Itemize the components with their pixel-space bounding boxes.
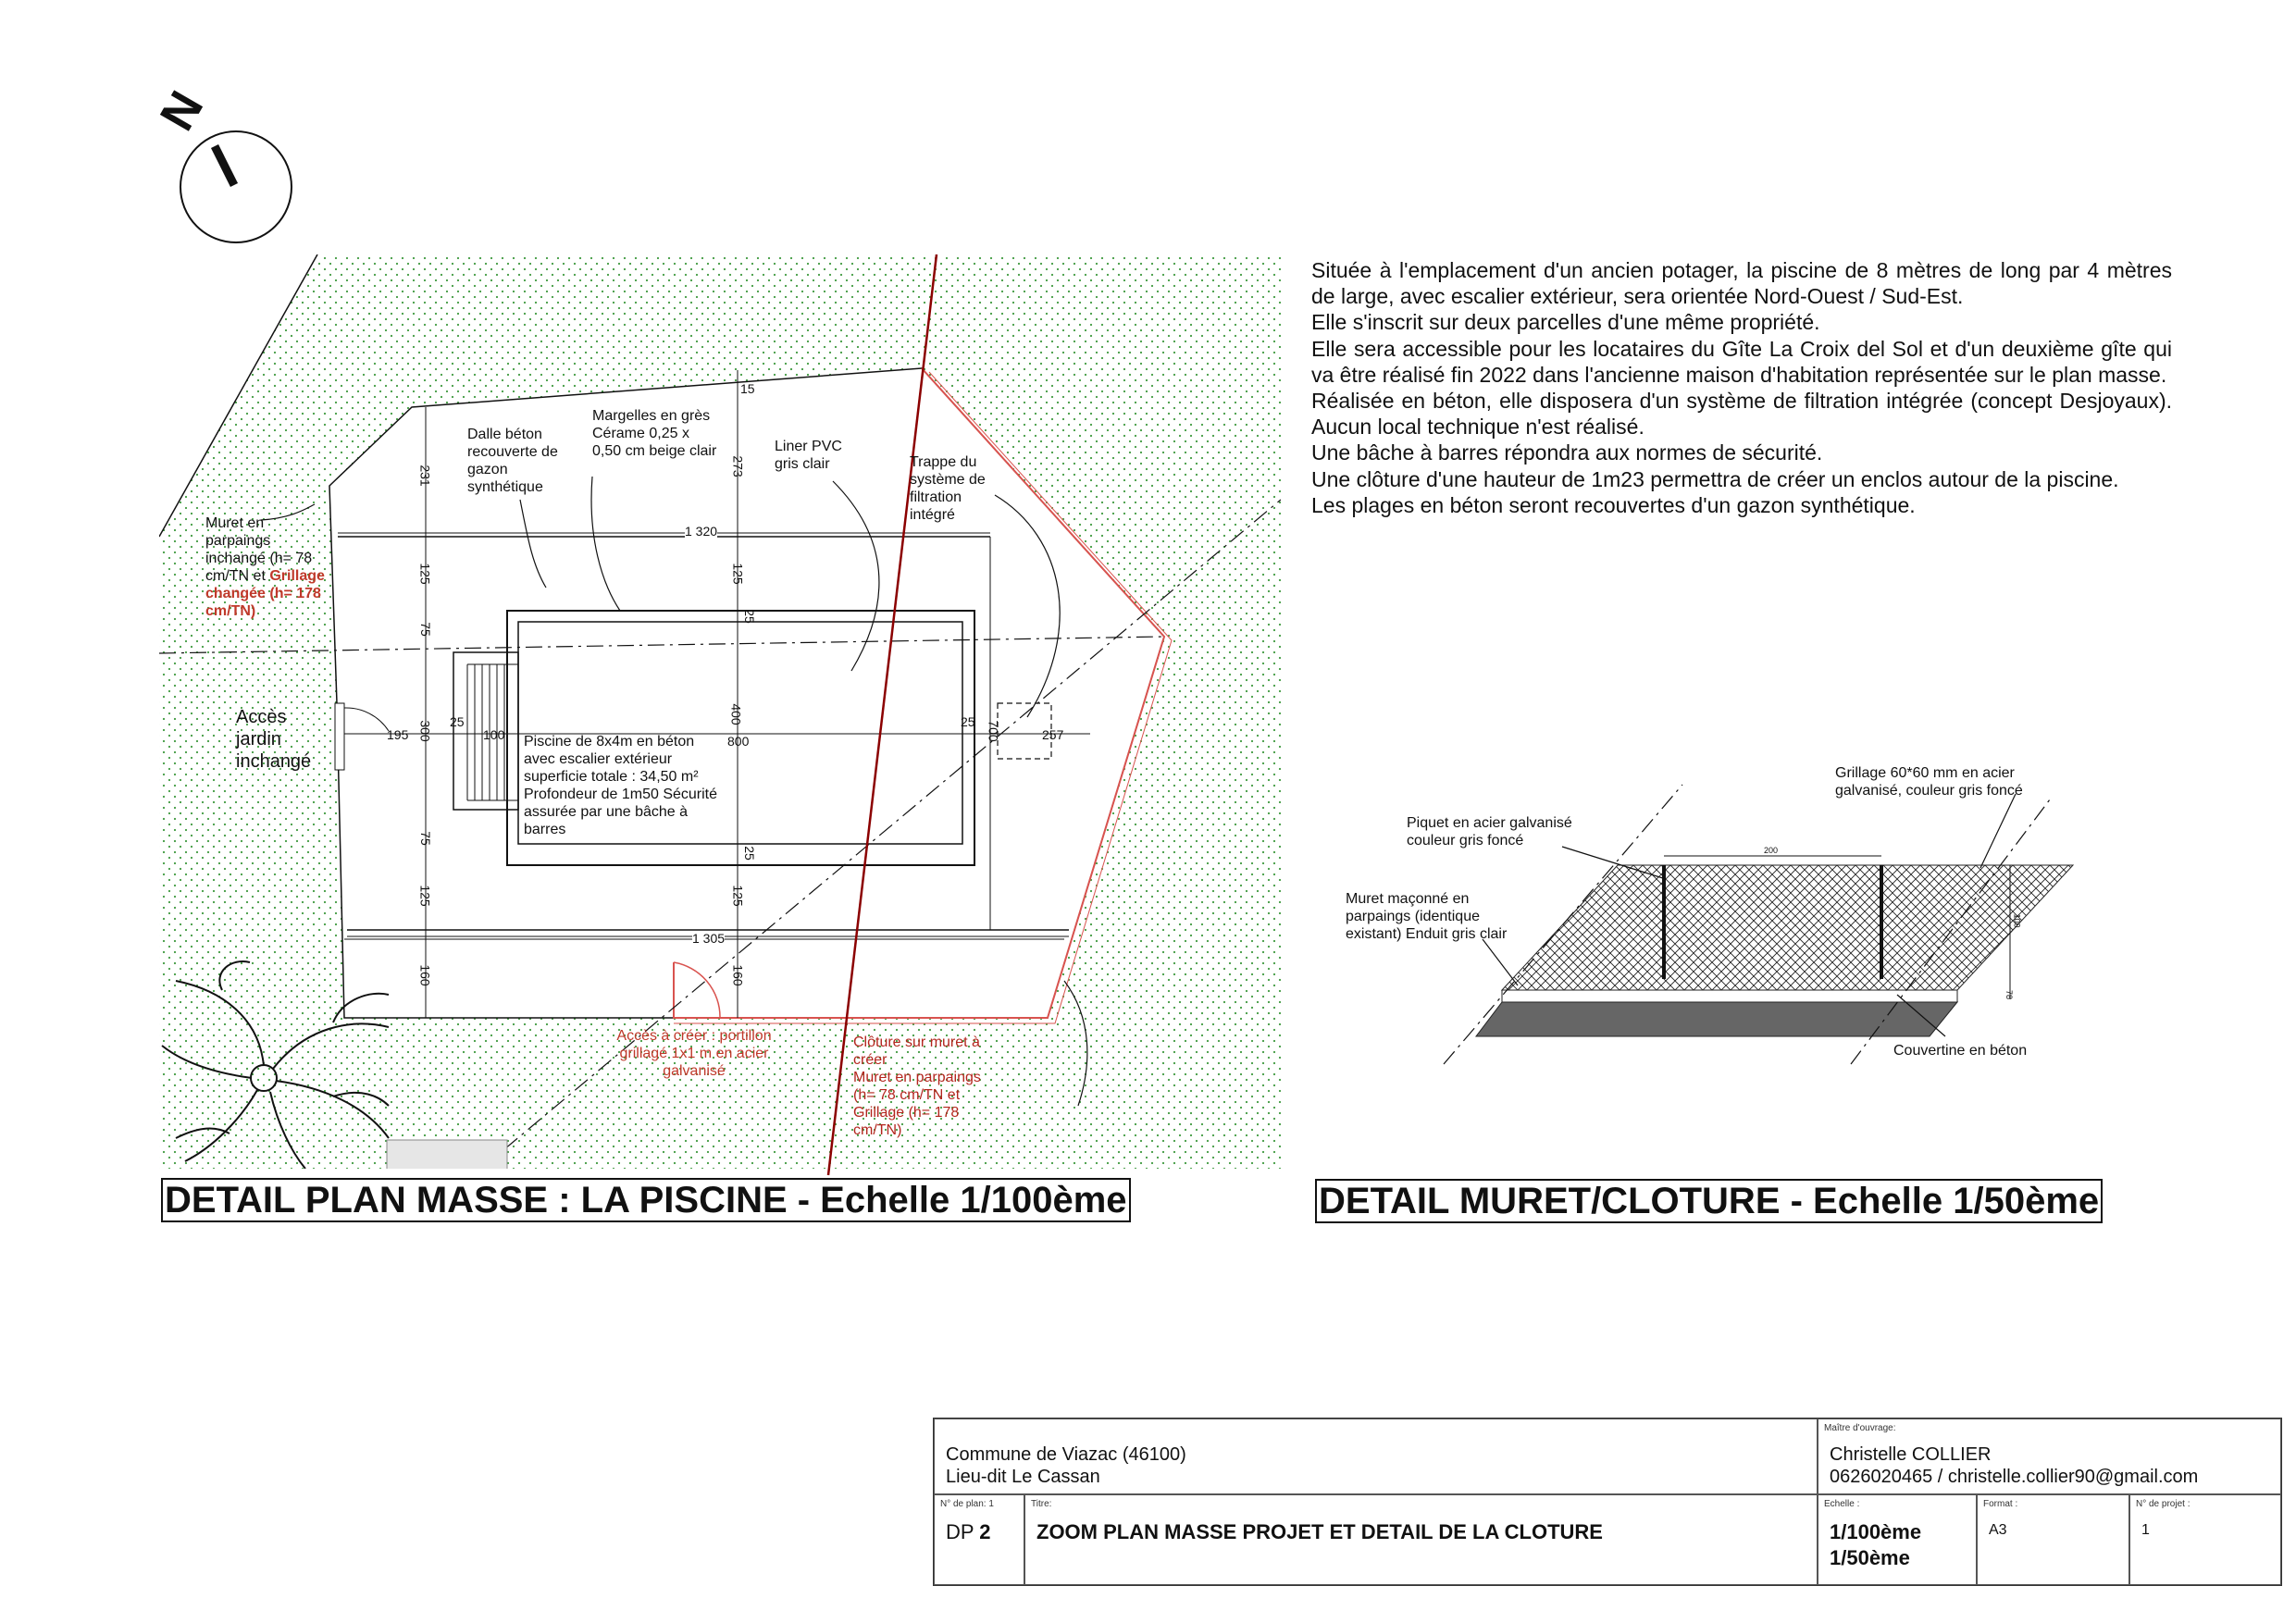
project-number-label: N° de projet : — [2136, 1499, 2191, 1509]
project-number: 1 — [2141, 1522, 2150, 1538]
pool-coping — [506, 610, 975, 866]
title-block: Commune de Viazac (46100) Lieu-dit Le Ca… — [933, 1418, 2282, 1586]
label-grillage: Grillage 60*60 mm en acier galvanisé, co… — [1835, 765, 2023, 799]
scale-1: 1/100ème — [1830, 1520, 1922, 1543]
dimension: 1 320 — [685, 524, 718, 539]
label-cloture-line2: Muret en parpaings (h= 78 cm/TN et Grill… — [853, 1070, 981, 1138]
fence-detail-drawing — [1443, 784, 2075, 1065]
cell-project-number: N° de projet : 1 — [2129, 1494, 2281, 1585]
description-line: Une clôture d'une hauteur de 1m23 permet… — [1311, 466, 2119, 491]
dimension: 75 — [417, 831, 433, 846]
dimension: 125 — [417, 885, 433, 907]
dimension: 160 — [730, 964, 746, 986]
label-text-red: Grillage changée (h= 178 cm/TN) — [205, 568, 325, 619]
label-text: Muret en parpaings inchangé (h= 78 cm/TN… — [205, 515, 313, 584]
dimension: 160 — [417, 964, 433, 986]
format-value: A3 — [1989, 1522, 2007, 1538]
cell-location: Commune de Viazac (46100) Lieu-dit Le Ca… — [934, 1419, 1818, 1494]
parcel-boundary — [826, 254, 938, 1176]
filtration-trap — [997, 702, 1052, 760]
plan-title-text: ZOOM PLAN MASSE PROJET ET DETAIL DE LA C… — [1036, 1520, 1603, 1543]
scale-2: 1/50ème — [1830, 1546, 1910, 1569]
cell-plan-number: N° de plan: 1 DP 2 — [934, 1494, 1024, 1585]
owner-name: Christelle COLLIER — [1830, 1444, 1992, 1465]
cell-owner: Maître d'ouvrage: Christelle COLLIER 062… — [1818, 1419, 2281, 1494]
label-acces-creer: Accès à créer : portillon grillagé 1x1 m… — [616, 1028, 772, 1079]
label-cloture: Clôture sur muret à créer Muret en parpa… — [853, 1034, 992, 1139]
label-muret-detail: Muret maçonné en parpaings (identique ex… — [1346, 891, 1508, 942]
label-liner: Liner PVC gris clair — [775, 439, 842, 472]
description-line: Elle sera accessible pour les locataires… — [1311, 336, 2172, 387]
plan-number-prefix: DP — [946, 1520, 974, 1543]
dimension: 25 — [741, 846, 757, 861]
plan-number-value: 2 — [979, 1520, 991, 1543]
dimension: 25 — [961, 714, 975, 729]
dimension: 15 — [740, 381, 755, 396]
dimension: 200 — [1764, 846, 1779, 855]
tree-icon — [161, 960, 390, 1169]
description-line: Elle s'inscrit sur deux parcelles d'une … — [1311, 310, 1820, 335]
owner-contact: 0626020465 / christelle.collier90@gmail.… — [1830, 1467, 2199, 1487]
dimension: 257 — [1042, 727, 1064, 742]
dimension: 100 — [2012, 913, 2022, 928]
new-fence-line — [673, 367, 1166, 1019]
label-piquet: Piquet en acier galvanisé couleur gris f… — [1407, 815, 1572, 849]
label-acces-jardin: Accès jardin inchangé — [236, 707, 312, 772]
description-line: Les plages en béton seront recouvertes d… — [1311, 492, 1916, 517]
cell-format: Format : A3 — [1977, 1494, 2129, 1585]
format-label: Format : — [1983, 1499, 2018, 1509]
dimension: 273 — [730, 455, 746, 477]
dimension: 125 — [730, 885, 746, 907]
lieu-dit: Lieu-dit Le Cassan — [946, 1467, 1100, 1487]
owner-label: Maître d'ouvrage: — [1824, 1423, 1896, 1433]
label-margelles: Margelles en grès Cérame 0,25 x 0,50 cm … — [592, 408, 717, 459]
dimension: 195 — [387, 727, 409, 742]
dimension: 25 — [450, 714, 465, 729]
dimension: 800 — [727, 734, 750, 749]
dimension: 125 — [730, 563, 746, 585]
label-muret-existing: Muret en parpaings inchangé (h= 78 cm/TN… — [205, 514, 326, 620]
commune: Commune de Viazac (46100) — [946, 1444, 1186, 1465]
description-line: Réalisée en béton, elle disposera d'un s… — [1311, 389, 2172, 440]
scale-label: Echelle : — [1824, 1499, 1860, 1509]
dimension: 75 — [417, 622, 433, 637]
dimension: 231 — [417, 465, 433, 487]
dimension: 78 — [2004, 989, 2015, 1000]
description-line: Une bâche à barres répondra aux normes d… — [1311, 440, 1823, 465]
dimension: 700 — [986, 720, 1001, 742]
label-cloture-line1: Clôture sur muret à créer — [853, 1035, 980, 1068]
label-couvertine: Couvertine en béton — [1893, 1043, 2028, 1059]
dimension: 1 305 — [692, 931, 726, 946]
dimension: 25 — [741, 609, 757, 624]
dimension: 300 — [417, 720, 433, 742]
dimension: 400 — [728, 703, 744, 725]
dimension: 125 — [417, 563, 433, 585]
label-trappe: Trappe du système de filtration intégré — [910, 454, 986, 523]
label-dalle: Dalle béton recouverte de gazon synthéti… — [467, 427, 558, 495]
dimension: 100 — [483, 727, 505, 742]
north-arrow-icon — [180, 130, 292, 243]
title-label: Titre: — [1031, 1499, 1052, 1509]
plan-number: DP 2 — [946, 1521, 991, 1543]
cell-scale: Echelle : 1/100ème 1/50ème — [1818, 1494, 1977, 1585]
plan-number-label: N° de plan: 1 — [940, 1499, 994, 1509]
detail-title: DETAIL MURET/CLOTURE - Echelle 1/50ème — [1315, 1179, 2104, 1223]
label-piscine: Piscine de 8x4m en béton avec escalier e… — [524, 734, 718, 837]
plan-title: DETAIL PLAN MASSE : LA PISCINE - Echelle… — [161, 1178, 1131, 1222]
project-description: Située à l'emplacement d'un ancien potag… — [1311, 257, 2172, 518]
description-line: Située à l'emplacement d'un ancien potag… — [1311, 258, 2172, 309]
cell-title: Titre: ZOOM PLAN MASSE PROJET ET DETAIL … — [1024, 1494, 1818, 1585]
